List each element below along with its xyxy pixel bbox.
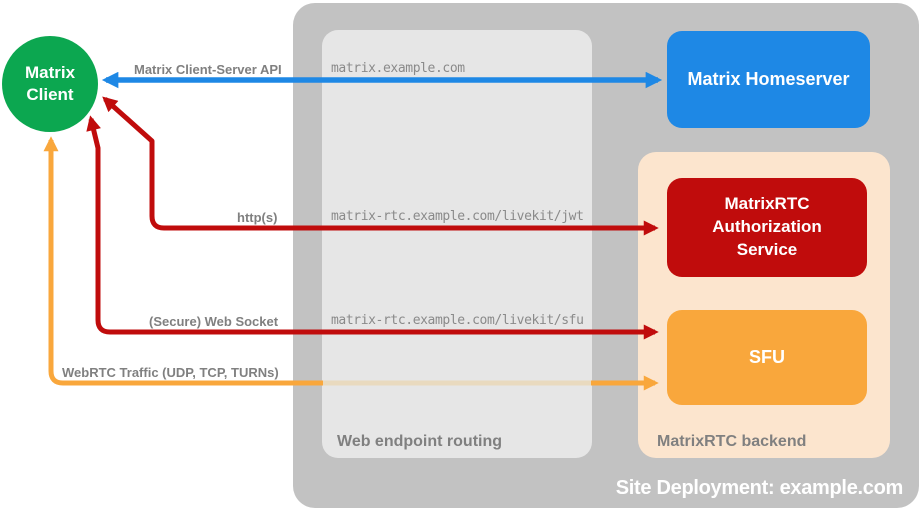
http-label: http(s) bbox=[237, 210, 278, 225]
endpoint-livekit-jwt: matrix-rtc.example.com/livekit/jwt bbox=[331, 209, 584, 224]
endpoint-matrix-domain: matrix.example.com bbox=[331, 61, 465, 76]
sfu-node: SFU bbox=[667, 310, 867, 405]
client-server-api-label: Matrix Client-Server API bbox=[134, 62, 282, 77]
websocket-label: (Secure) Web Socket bbox=[149, 314, 279, 329]
matrixrtc-authorization-service-node: MatrixRTC Authorization Service bbox=[667, 178, 867, 277]
web-endpoint-routing-panel: Web endpoint routing bbox=[322, 30, 592, 458]
matrix-client-node: Matrix Client bbox=[2, 36, 98, 132]
endpoint-livekit-sfu: matrix-rtc.example.com/livekit/sfu bbox=[331, 313, 584, 328]
web-endpoint-routing-label: Web endpoint routing bbox=[337, 433, 503, 450]
site-deployment-label: Site Deployment: example.com bbox=[615, 477, 904, 499]
webrtc-traffic-label: WebRTC Traffic (UDP, TCP, TURNs) bbox=[62, 365, 279, 380]
matrixrtc-backend-label: MatrixRTC backend bbox=[657, 433, 807, 450]
matrix-homeserver-node: Matrix Homeserver bbox=[667, 31, 870, 128]
